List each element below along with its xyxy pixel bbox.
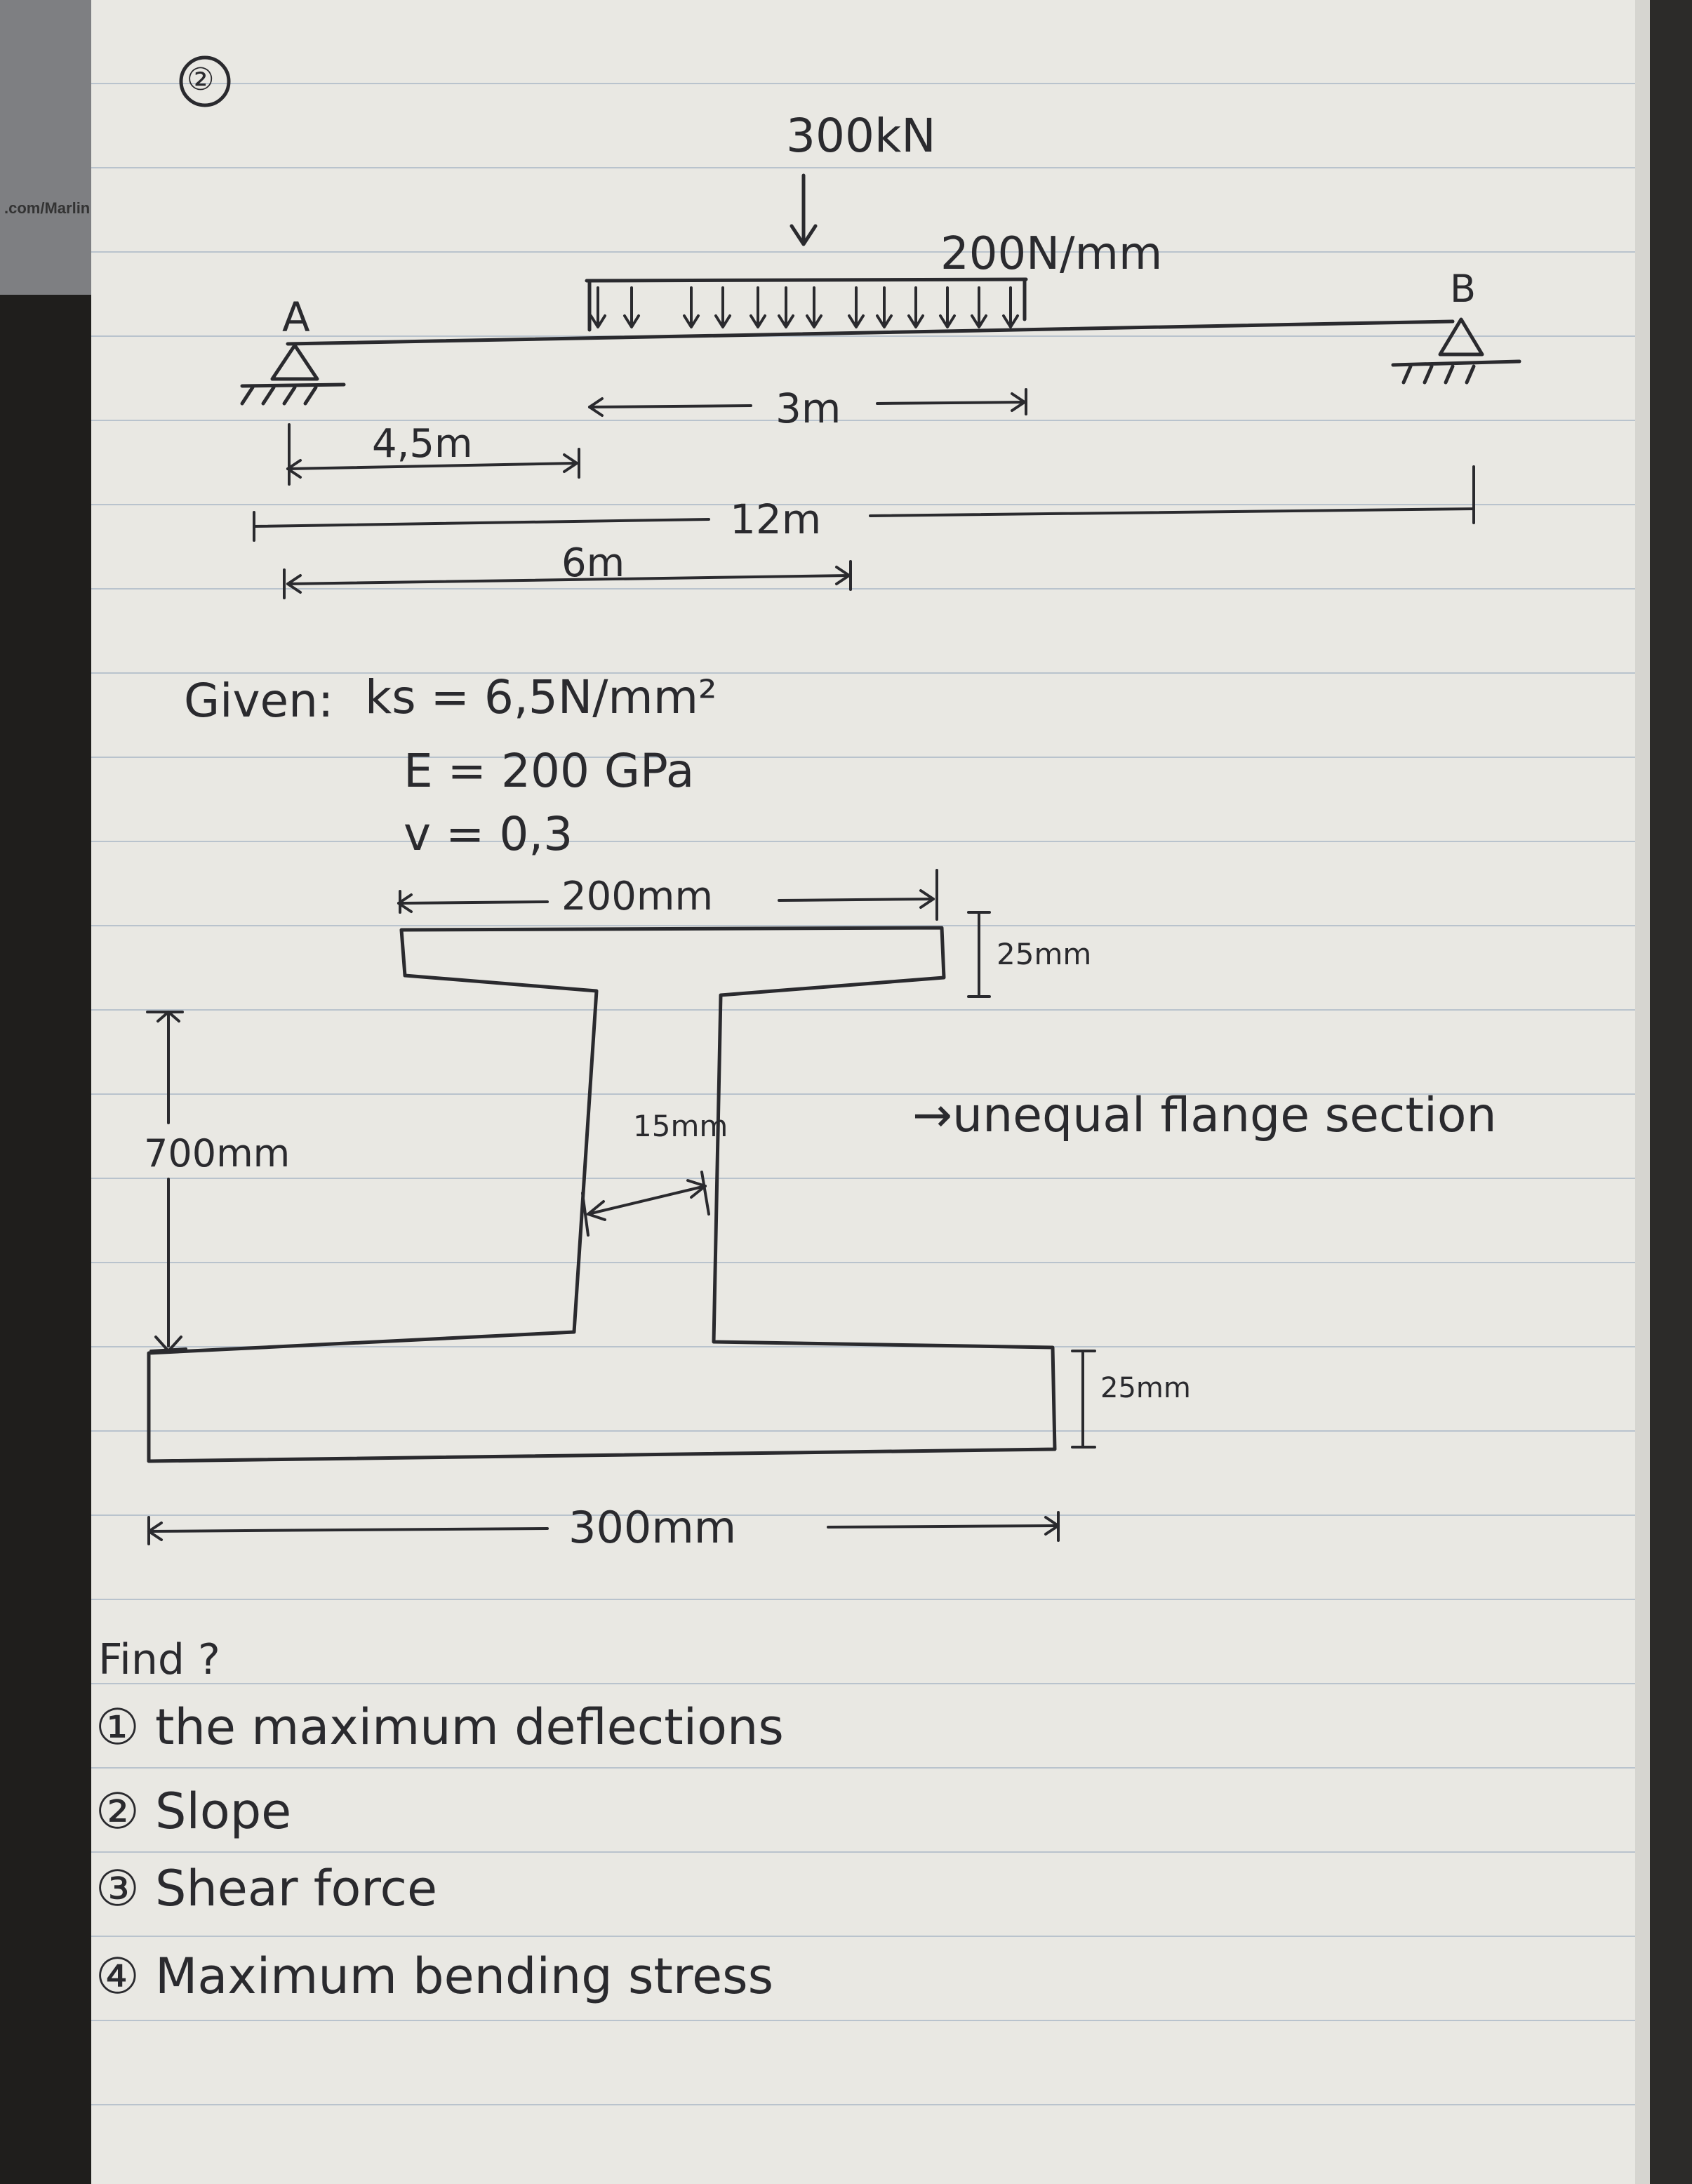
- dim-3m-line: [588, 388, 1027, 417]
- point-load-arrow-icon: [790, 173, 818, 246]
- dim-bottom-flange-thickness-line: [1071, 1350, 1096, 1449]
- support-b-label: B: [1450, 267, 1477, 311]
- cross-section-outline: [147, 926, 1057, 1463]
- find-item-3: ③ Shear force: [95, 1860, 438, 1917]
- background-desk-right: [1650, 0, 1692, 2184]
- given-prefix: Given:: [184, 674, 334, 728]
- given-v: v = 0,3: [404, 807, 573, 861]
- find-item-2: ② Slope: [95, 1783, 292, 1840]
- dim-4-5m-line: [286, 423, 580, 486]
- web-thickness-label: 15mm: [633, 1109, 728, 1143]
- find-item-4: ④ Maximum bending stress: [95, 1947, 774, 2005]
- background-desk: [0, 295, 91, 2184]
- udl-load-icon: [585, 277, 1028, 332]
- section-note: →unequal flange section: [912, 1088, 1497, 1143]
- problem-number-circle: [179, 55, 231, 107]
- dim-6m-line: [283, 560, 852, 599]
- dim-bottom-flange-width-line: [147, 1511, 1060, 1545]
- beam-line: [286, 319, 1455, 346]
- dim-12m-label: 12m: [730, 495, 822, 543]
- support-a-label: A: [282, 293, 310, 341]
- notebook-page: [91, 0, 1635, 2184]
- dim-depth-line: [146, 1011, 187, 1352]
- dim-12m-line: [253, 465, 1475, 542]
- bottom-flange-thickness-label: 25mm: [1100, 1372, 1191, 1404]
- dim-web-thickness-line: [581, 1171, 710, 1237]
- find-item-1: ① the maximum deflections: [95, 1698, 784, 1756]
- dim-6m-label: 6m: [561, 540, 625, 586]
- dim-top-flange-width-line: [397, 869, 938, 921]
- top-flange-thickness-label: 25mm: [997, 937, 1092, 971]
- given-e: E = 200 GPa: [404, 744, 695, 798]
- dim-4-5m-label: 4,5m: [372, 421, 473, 467]
- top-flange-width-label: 200mm: [561, 874, 713, 919]
- bottom-flange-width-label: 300mm: [568, 1502, 737, 1553]
- support-a-icon: [240, 343, 346, 406]
- support-b-icon: [1391, 317, 1521, 385]
- udl-label: 200N/mm: [940, 228, 1163, 280]
- dim-top-flange-thickness-line: [967, 911, 991, 998]
- given-ks: ks = 6,5N/mm²: [365, 670, 717, 724]
- point-load-label: 300kN: [786, 109, 936, 163]
- depth-label: 700mm: [144, 1131, 291, 1176]
- dim-3m-label: 3m: [775, 385, 841, 432]
- find-heading: Find ?: [98, 1635, 220, 1684]
- partial-watermark-text: .com/Marlin: [4, 199, 91, 217]
- problem-number: ②: [187, 62, 215, 98]
